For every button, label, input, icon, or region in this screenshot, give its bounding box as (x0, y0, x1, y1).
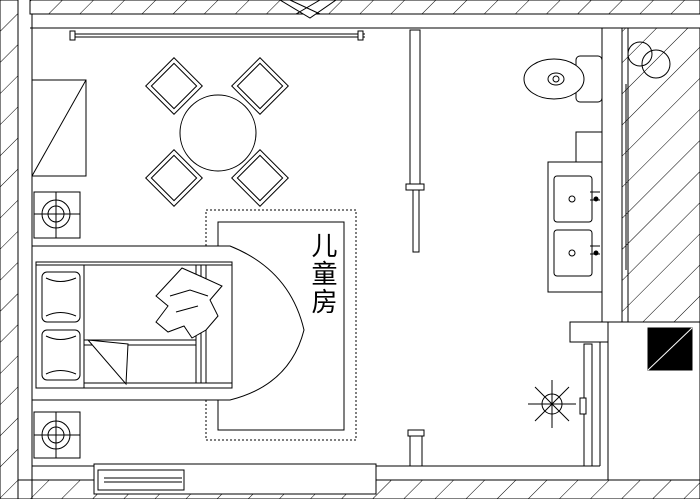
socket-lower (34, 412, 80, 458)
folded-blanket (88, 340, 128, 384)
chair-top-right (232, 58, 289, 115)
top-wall (30, 0, 700, 14)
room-label: 儿童房 (307, 232, 337, 316)
chair-bottom-left (146, 150, 203, 207)
curtain-rail (70, 31, 365, 40)
pillow-top (42, 272, 80, 322)
toilet (524, 56, 602, 102)
sliding-door (406, 30, 424, 252)
vanity-counter (548, 132, 602, 292)
left-wall (0, 0, 18, 499)
dining-set (146, 58, 289, 207)
stuffed-toy (156, 268, 222, 338)
bed (32, 246, 304, 400)
bathroom-door (580, 344, 592, 466)
chair-bottom-right (232, 150, 289, 207)
round-table (180, 95, 256, 171)
pillow-bottom (42, 330, 80, 380)
shower-icon (628, 42, 670, 78)
chair-top-left (146, 58, 203, 115)
ceiling-lamp-icon (528, 380, 576, 428)
bottom-window (94, 464, 376, 494)
sink-lower (554, 230, 600, 276)
door-stop (408, 430, 424, 466)
right-wall (622, 28, 700, 322)
sink-upper (554, 176, 600, 222)
wardrobe (32, 80, 86, 176)
top-vent (280, 0, 336, 18)
socket-upper (34, 192, 80, 238)
